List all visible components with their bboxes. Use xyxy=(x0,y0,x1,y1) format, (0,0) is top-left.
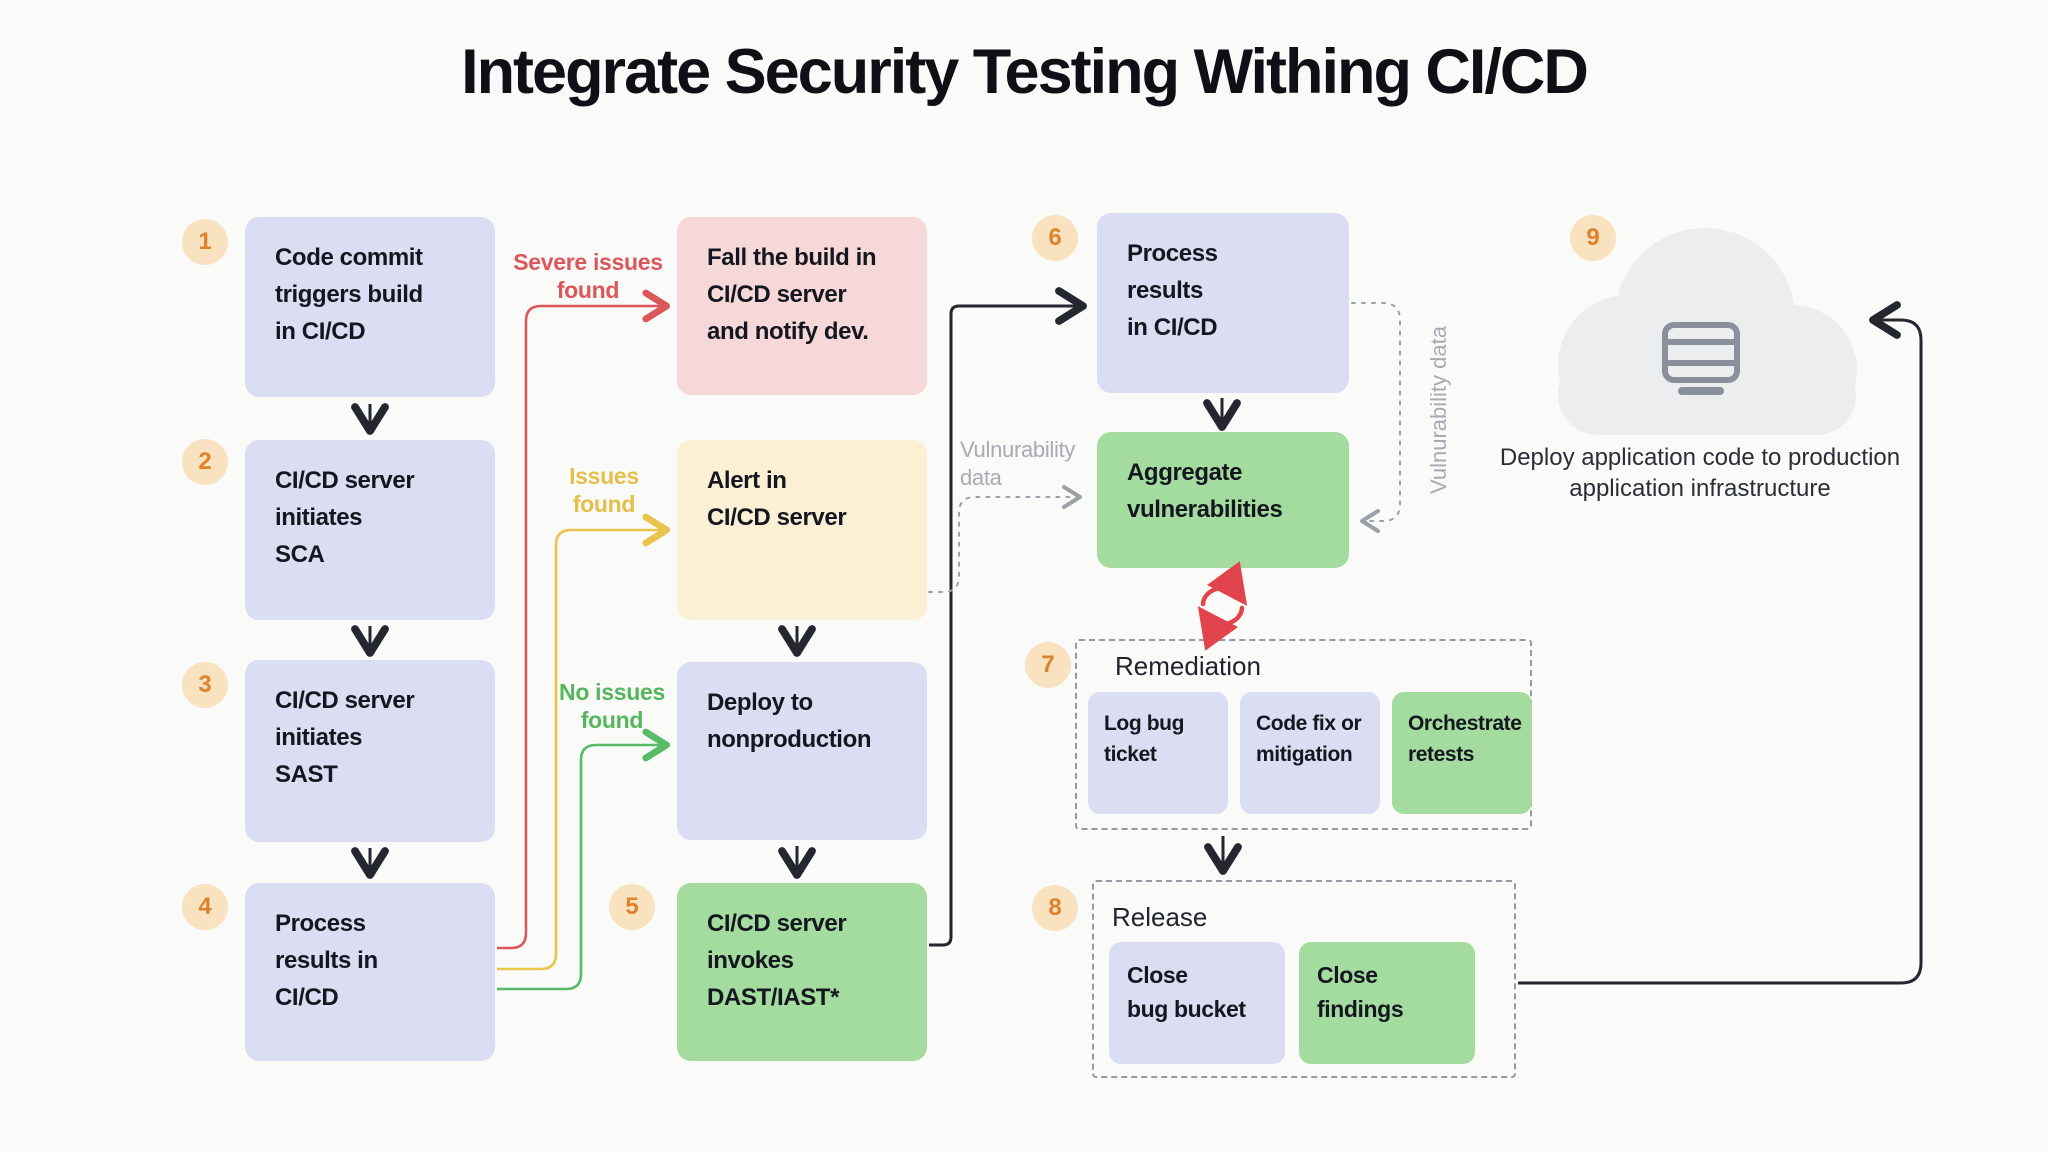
vulnerability-data-label-right: Vulnurability data xyxy=(1426,326,1451,494)
edge-vuln-data-right xyxy=(1351,302,1401,533)
edge-vuln-data-left xyxy=(928,485,1082,593)
cloud-caption: Deploy application code to production ap… xyxy=(1499,444,1901,502)
step-badge-1: 1 xyxy=(182,219,228,265)
step-badge-8: 8 xyxy=(1032,885,1078,931)
step-badge-3: 3 xyxy=(182,662,228,708)
refresh-icon xyxy=(1197,561,1248,651)
page-title: Integrate Security Testing Withing CI/CD xyxy=(461,37,1589,107)
node-initiate-sca: CI/CD server initiates SCA xyxy=(245,440,495,620)
cloud-shape xyxy=(1558,228,1857,435)
node-initiate-sast: CI/CD server initiates SAST xyxy=(245,660,495,842)
edge-dast-to-process xyxy=(929,287,1087,947)
release-group: Release Close bug bucket Close findings xyxy=(1092,880,1516,1078)
node-fail-build: Fall the build in CI/CD server and notif… xyxy=(677,217,927,395)
edge-label-no-issues: No issues found xyxy=(559,679,665,733)
node-code-commit: Code commit triggers build in CI/CD xyxy=(245,217,495,397)
edge-severe-issues xyxy=(497,289,670,950)
edge-label-severe-issues: Severe issues found xyxy=(513,249,663,303)
node-invoke-dast: CI/CD server invokes DAST/IAST* xyxy=(677,883,927,1061)
edge-label-issues-found: Issues found xyxy=(569,463,639,517)
step-badge-4: 4 xyxy=(182,884,228,930)
step-badge-7: 7 xyxy=(1025,642,1071,688)
remediation-group-label: Remediation xyxy=(1115,651,1261,681)
step-badge-2: 2 xyxy=(182,439,228,485)
vulnerability-data-label-left: Vulnurability data xyxy=(960,437,1076,490)
edge-release-to-cloud xyxy=(1518,301,1923,985)
node-code-fix: Code fix or mitigation xyxy=(1240,692,1380,814)
node-close-findings: Close findings xyxy=(1299,942,1475,1064)
server-icon xyxy=(1662,322,1740,395)
release-group-label: Release xyxy=(1112,902,1208,932)
node-alert: Alert in CI/CD server xyxy=(677,440,927,620)
node-log-bug-ticket: Log bug ticket xyxy=(1088,692,1228,814)
remediation-group: Remediation Log bug ticket Code fix or m… xyxy=(1075,639,1532,830)
edge-no-issues xyxy=(497,728,670,991)
node-process-results-4: Process results in CI/CD xyxy=(245,883,495,1061)
step-badge-6: 6 xyxy=(1032,215,1078,261)
node-deploy-nonproduction: Deploy to nonproduction xyxy=(677,662,927,840)
node-orchestrate-retests: Orchestrate retests xyxy=(1392,692,1532,814)
node-aggregate-vulnerabilities: Aggregate vulnerabilities xyxy=(1097,432,1349,568)
step-badge-9: 9 xyxy=(1570,215,1616,261)
node-process-results-6: Process results in CI/CD xyxy=(1097,213,1349,393)
step-badge-5: 5 xyxy=(609,884,655,930)
node-close-bug-bucket: Close bug bucket xyxy=(1109,942,1285,1064)
